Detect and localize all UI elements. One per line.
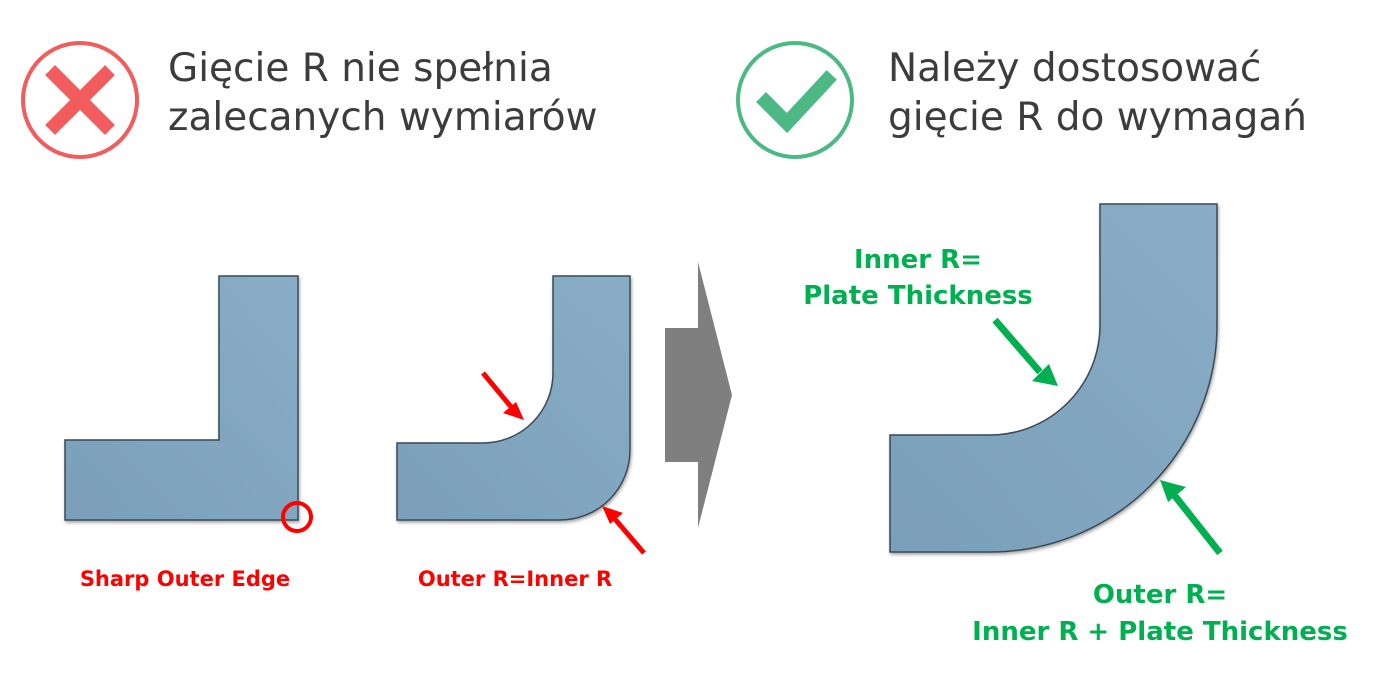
red-arrow-inner-icon xyxy=(481,371,524,420)
red-arrow-outer-icon xyxy=(602,506,646,555)
good-title: Należy dostosować gięcie R do wymagań xyxy=(888,44,1307,142)
good-title-line1: Należy dostosować xyxy=(888,46,1262,91)
good-title-line2: gięcie R do wymagań xyxy=(888,95,1308,140)
green-arrow-outer-icon xyxy=(1160,480,1223,556)
label-inner-r-2: Plate Thickness xyxy=(803,281,1033,311)
bad-title: Gięcie R nie spełnia zalecanych wymiarów xyxy=(168,44,598,142)
sharp-edge-marker-icon xyxy=(281,501,313,533)
cross-icon xyxy=(21,41,139,159)
equal-radius-plate xyxy=(396,275,631,521)
green-arrow-inner-icon xyxy=(992,317,1058,386)
label-inner-r-1: Inner R= xyxy=(854,245,982,275)
sharp-bend-plate xyxy=(64,275,299,521)
label-outer-equals-inner: Outer R=Inner R xyxy=(418,567,612,591)
label-outer-r-2: Inner R + Plate Thickness xyxy=(972,617,1348,647)
transition-arrow-icon xyxy=(665,262,732,528)
correct-radius-plate xyxy=(889,203,1218,553)
bad-title-line1: Gięcie R nie spełnia xyxy=(168,46,553,91)
label-sharp-outer-edge: Sharp Outer Edge xyxy=(80,567,290,591)
check-icon xyxy=(736,41,854,159)
label-outer-r-1: Outer R= xyxy=(1093,580,1227,610)
bad-title-line2: zalecanych wymiarów xyxy=(168,95,598,140)
